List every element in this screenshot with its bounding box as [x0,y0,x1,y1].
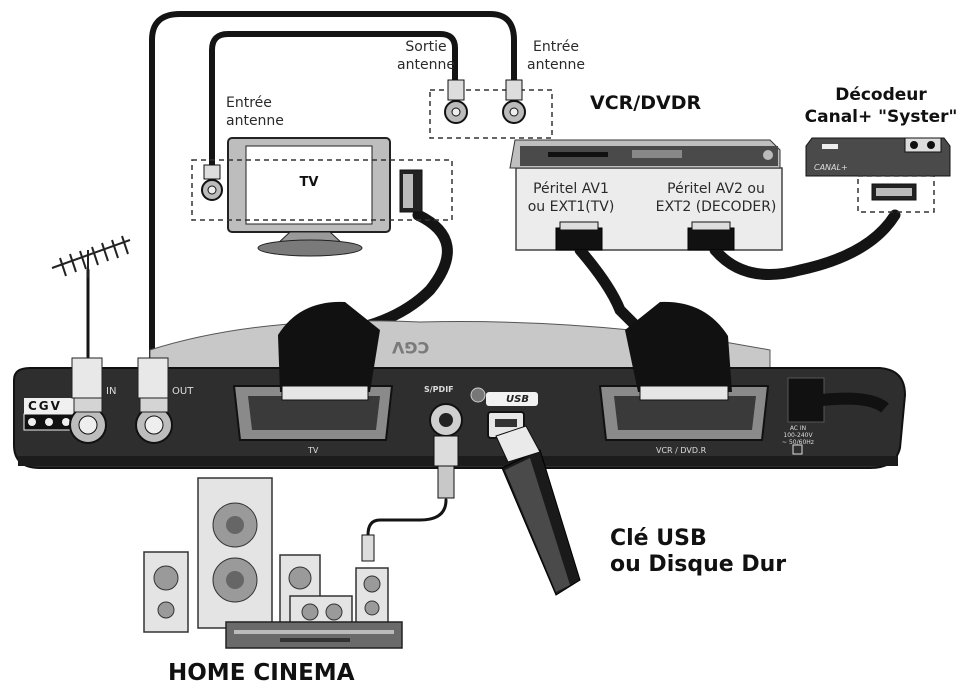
label-entree-antenne-tv: Entrée antenne [226,94,306,130]
cable-vcr-to-tv-antenna [209,31,458,168]
rear-tv-label: TV [308,446,319,455]
label-peritel-av1-line1: Péritel AV1 [533,181,609,197]
home-cinema-set [143,477,403,649]
label-peritel-av1: Péritel AV1 ou EXT1(TV) [516,180,626,216]
label-peritel-av1-line2: ou EXT1(TV) [527,199,615,215]
tv-screen-label: TV [299,175,319,190]
label-entree-antenne-tv-line2: antenne [226,113,284,129]
rf-in-connector [69,357,107,444]
label-sortie-antenne: Sortie antenne [386,38,466,74]
label-entree-antenne-vcr-line2: antenne [527,57,585,73]
rear-usb-label: USB [506,394,529,405]
cable-out-to-vcr-antenna [149,11,517,363]
label-sortie-antenne-line1: Sortie [405,39,447,55]
decoder-dashed-box [857,175,935,213]
label-sortie-antenne-line2: antenne [397,57,455,73]
vcr-antenna-dashed-box [429,89,553,139]
rear-logo-text: CGV [28,399,62,413]
vcr-dvdr-device [509,139,783,251]
vcr-dvdr-title: VCR/DVDR [590,92,702,114]
cables [86,11,901,537]
decoder-title-line1: Décodeur [835,85,927,105]
decoder-title: Décodeur Canal+ "Syster" [796,84,966,128]
usb-title-line2: ou Disque Dur [610,552,787,577]
cable-vcr-scart [574,244,646,336]
usb-title: Clé USB ou Disque Dur [610,526,786,578]
decoder-brand-label: CANAL+ [814,163,848,172]
label-peritel-av2-line1: Péritel AV2 ou [667,181,765,197]
rear-ac-line3: ~ 50/60Hz [782,439,814,446]
rear-vcr-label: VCR / DVD.R [656,446,707,455]
power-cord [787,377,889,455]
tv-set [201,137,423,257]
rear-ac-line2: 100-240V [783,432,813,439]
top-logo-text: CGV [392,338,430,357]
rear-logo [23,398,75,431]
rear-out-label: OUT [172,386,194,397]
rear-ac-line1: AC IN [789,425,807,432]
cable-spdif-to-home-cinema [366,498,448,537]
rear-in-label: IN [106,386,117,397]
cable-decoder-scart [709,209,901,280]
rf-out-connector [135,357,173,444]
label-entree-antenne-vcr: Entrée antenne [516,38,596,74]
label-peritel-av2: Péritel AV2 ou EXT2 (DECODER) [646,180,786,216]
spdif-connector [429,387,486,499]
decoder-device [805,137,951,177]
home-cinema-title: HOME CINEMA [168,660,355,686]
tv-dashed-box [191,159,453,221]
rear-spdif-label: S/PDIF [424,385,454,394]
decoder-title-line2: Canal+ "Syster" [804,107,958,127]
usb-title-line1: Clé USB [610,526,707,551]
label-entree-antenne-tv-line1: Entrée [226,95,272,111]
usb-stick-icon [495,425,581,596]
label-peritel-av2-line2: EXT2 (DECODER) [655,199,777,215]
rear-ac-label: AC IN 100-240V ~ 50/60Hz [780,425,816,446]
tv-scart-plug [278,301,380,401]
vcr-scart-plug [625,301,732,401]
vcr-antenna-plugs [444,79,526,124]
label-entree-antenne-vcr-line1: Entrée [533,39,579,55]
antenna-icon [51,235,131,278]
